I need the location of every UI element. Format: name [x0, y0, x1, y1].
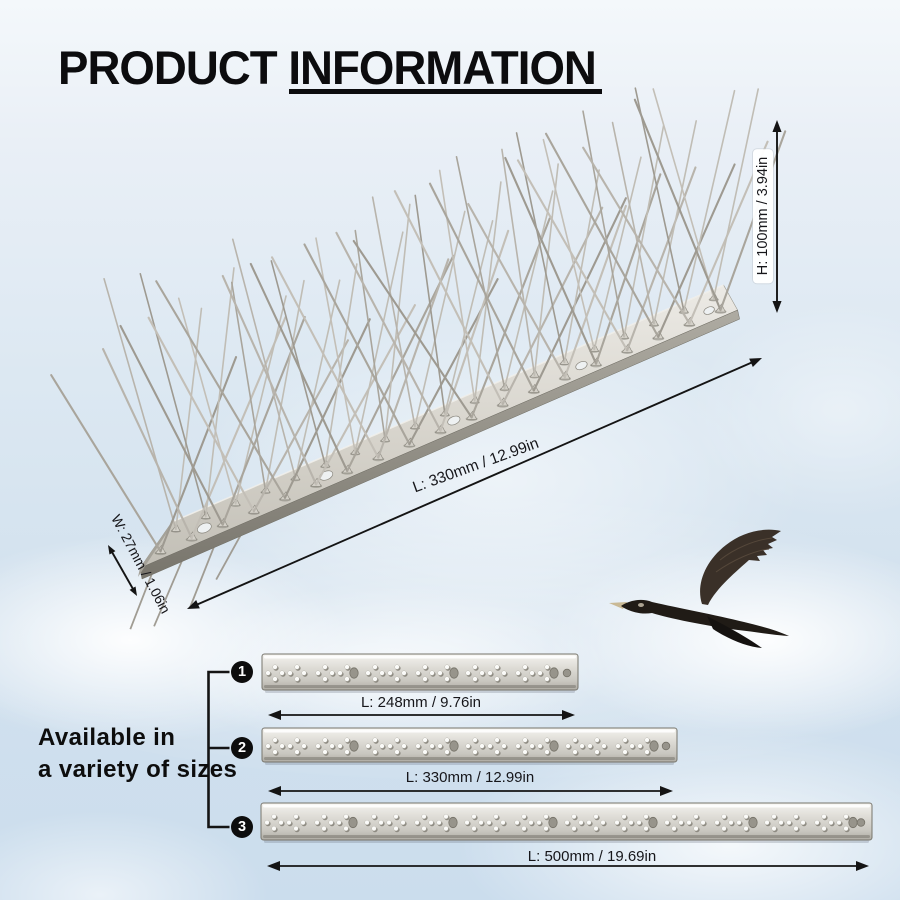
sizes-heading-line2: a variety of sizes [38, 756, 238, 783]
sizes-bracket [207, 670, 230, 829]
sizes-heading: Available in a variety of sizes [38, 722, 237, 786]
page-title: PRODUCT INFORMATION [58, 41, 597, 94]
sizes-heading-line1: Available in [38, 724, 176, 751]
size-option-1-badge: 1 [231, 661, 253, 683]
size-option-1-label: L: 248mm / 9.76in [360, 694, 482, 711]
size-option-2-badge: 2 [231, 737, 253, 759]
size-option-2-label: L: 330mm / 12.99in [405, 769, 535, 786]
spike-strip-illustration [50, 87, 787, 630]
dimension-arrows [108, 120, 782, 609]
size-option-3-label: L: 500mm / 19.69in [527, 848, 657, 865]
size-strips [260, 653, 873, 843]
title-underline [289, 89, 602, 94]
size-arrows [267, 710, 869, 871]
height-dimension-label: H: 100mm / 3.94in [753, 148, 773, 284]
flying-bird [609, 529, 789, 648]
size-option-3-badge: 3 [231, 816, 253, 838]
